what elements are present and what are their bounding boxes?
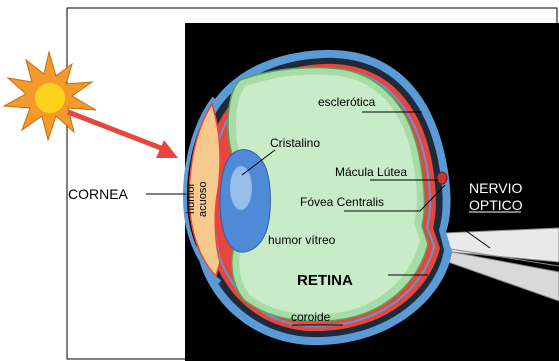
label-cornea: CORNEA xyxy=(68,186,129,202)
label-coroide: coroide xyxy=(291,310,331,324)
label-macula-lutea: Mácula Lútea xyxy=(335,165,407,179)
label-cristalino: Cristalino xyxy=(270,136,320,150)
label-humor-acuoso-2: acuoso xyxy=(197,182,209,217)
label-esclerotica: esclerótica xyxy=(318,95,376,109)
label-nervio: NERVIO xyxy=(469,180,523,196)
label-humor-vitreo: humor vítreo xyxy=(268,233,336,247)
label-humor-acuoso-1: humor xyxy=(185,182,197,214)
label-retina: RETINA xyxy=(297,272,353,289)
label-optico: OPTICO xyxy=(469,197,523,213)
macula-lutea-spot xyxy=(437,172,447,184)
lens-highlight xyxy=(230,166,252,210)
label-fovea-centralis: Fóvea Centralis xyxy=(300,195,384,209)
